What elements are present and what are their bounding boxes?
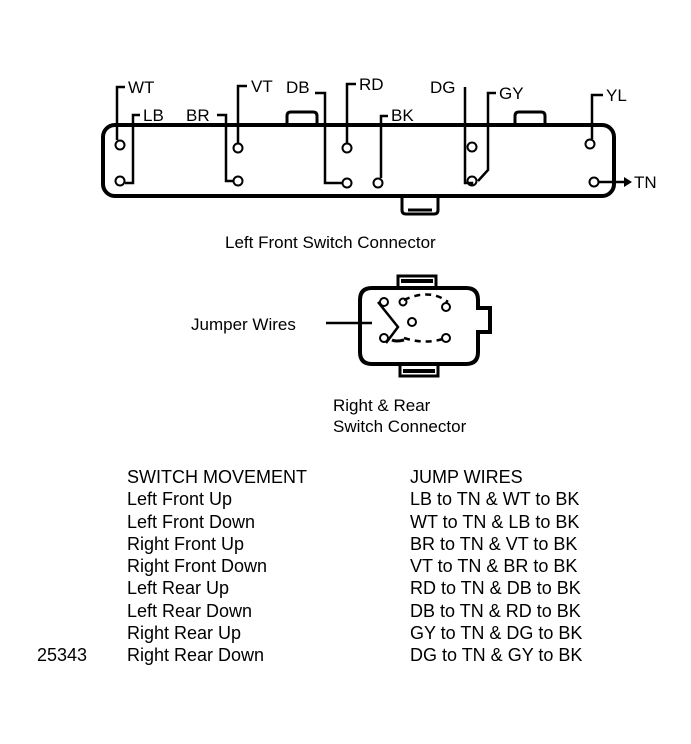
pin-bk — [372, 177, 384, 189]
pin-lb — [114, 175, 126, 187]
label-lb: LB — [143, 106, 164, 125]
jump-wire-table: SWITCH MOVEMENT JUMP WIRES Left Front Up… — [127, 466, 647, 667]
right-connector-caption-line1: Right & Rear — [333, 396, 431, 415]
left-front-switch-connector: WT LB BR VT DB RD BK DG GY YL TN Left Fr… — [101, 75, 657, 252]
header-switch-movement: SWITCH MOVEMENT — [127, 467, 307, 487]
wire-wt — [115, 85, 125, 140]
jumper-wire-solid — [377, 301, 400, 344]
pin-gy — [466, 141, 478, 153]
label-dg: DG — [430, 78, 456, 97]
jump-wires-cell: DG to TN & GY to BK — [410, 645, 583, 666]
pin-rd — [341, 142, 353, 154]
pin-yl — [584, 138, 596, 150]
table-header-row: SWITCH MOVEMENT JUMP WIRES — [127, 466, 647, 488]
jump-wires-cell: RD to TN & DB to BK — [410, 578, 581, 599]
table-row: Left Rear Down DB to TN & RD to BK — [127, 600, 647, 622]
right-pin-2 — [407, 317, 417, 327]
wire-yl — [590, 93, 603, 139]
wire-dg — [463, 87, 474, 186]
table-row: Right Rear Up GY to TN & DG to BK — [127, 622, 647, 644]
label-br: BR — [186, 106, 210, 125]
table-row: Left Rear Up RD to TN & DB to BK — [127, 577, 647, 599]
jumper-wires-label: Jumper Wires — [191, 315, 296, 334]
wire-vt — [236, 84, 247, 143]
table-row: Right Front Down VT to TN & BR to BK — [127, 555, 647, 577]
right-pin-3 — [441, 302, 451, 312]
tn-arrowhead — [624, 177, 632, 187]
label-db: DB — [286, 78, 310, 97]
right-pin-1 — [379, 297, 389, 307]
wire-db — [315, 91, 342, 185]
label-yl: YL — [606, 86, 627, 105]
right-pin-5 — [441, 333, 451, 343]
switch-movement-cell: Left Front Up — [127, 489, 233, 510]
table-row: Left Front Down WT to TN & LB to BK — [127, 511, 647, 533]
switch-movement-cell: Right Rear Down — [127, 645, 265, 666]
wire-rd — [345, 82, 356, 143]
left-connector-caption: Left Front Switch Connector — [225, 233, 436, 252]
switch-movement-cell: Left Front Down — [127, 511, 256, 532]
jump-wires-cell: GY to TN & DG to BK — [410, 623, 583, 644]
jump-wires-cell: BR to TN & VT to BK — [410, 533, 578, 554]
table-row: Left Front Up LB to TN & WT to BK — [127, 488, 647, 510]
pin-wt — [114, 139, 126, 151]
right-pin-4 — [379, 333, 389, 343]
table-row: Right Rear Down DG to TN & GY to BK — [127, 644, 647, 666]
table-row: Right Front Up BR to TN & VT to BK — [127, 533, 647, 555]
pin-br — [232, 175, 244, 187]
jump-wires-cell: LB to TN & WT to BK — [410, 489, 580, 510]
wire-lb — [125, 113, 140, 185]
pin-db — [341, 177, 353, 189]
label-bk: BK — [391, 106, 414, 125]
jump-wires-cell: VT to TN & BR to BK — [410, 556, 578, 577]
label-wt: WT — [128, 78, 154, 97]
label-rd: RD — [359, 75, 384, 94]
right-connector-body — [358, 286, 492, 366]
connector-body — [101, 123, 616, 198]
jump-wires-cell: DB to TN & RD to BK — [410, 600, 581, 621]
jumper-wire-dashed-top — [403, 293, 449, 304]
wire-bk — [379, 114, 388, 178]
pin-tn — [588, 176, 600, 188]
switch-movement-cell: Right Rear Up — [127, 623, 242, 644]
switch-movement-cell: Left Rear Up — [127, 578, 230, 599]
pin-vt — [232, 142, 244, 154]
jump-wires-cell: WT to TN & LB to BK — [410, 511, 580, 532]
switch-movement-cell: Right Front Up — [127, 533, 245, 554]
wire-gy — [477, 91, 496, 182]
figure-id: 25343 — [37, 645, 88, 665]
label-vt: VT — [251, 77, 273, 96]
header-jump-wires: JUMP WIRES — [410, 467, 523, 487]
jumper-wire-dashed-bottom — [403, 336, 447, 343]
label-tn: TN — [634, 173, 657, 192]
wire-br — [217, 113, 233, 183]
right-rear-switch-connector: Jumper Wires Right & Rear Switch Connect… — [191, 274, 492, 436]
switch-movement-cell: Right Front Down — [127, 556, 268, 577]
switch-movement-cell: Left Rear Down — [127, 600, 253, 621]
right-connector-caption-line2: Switch Connector — [333, 417, 467, 436]
label-gy: GY — [499, 84, 524, 103]
